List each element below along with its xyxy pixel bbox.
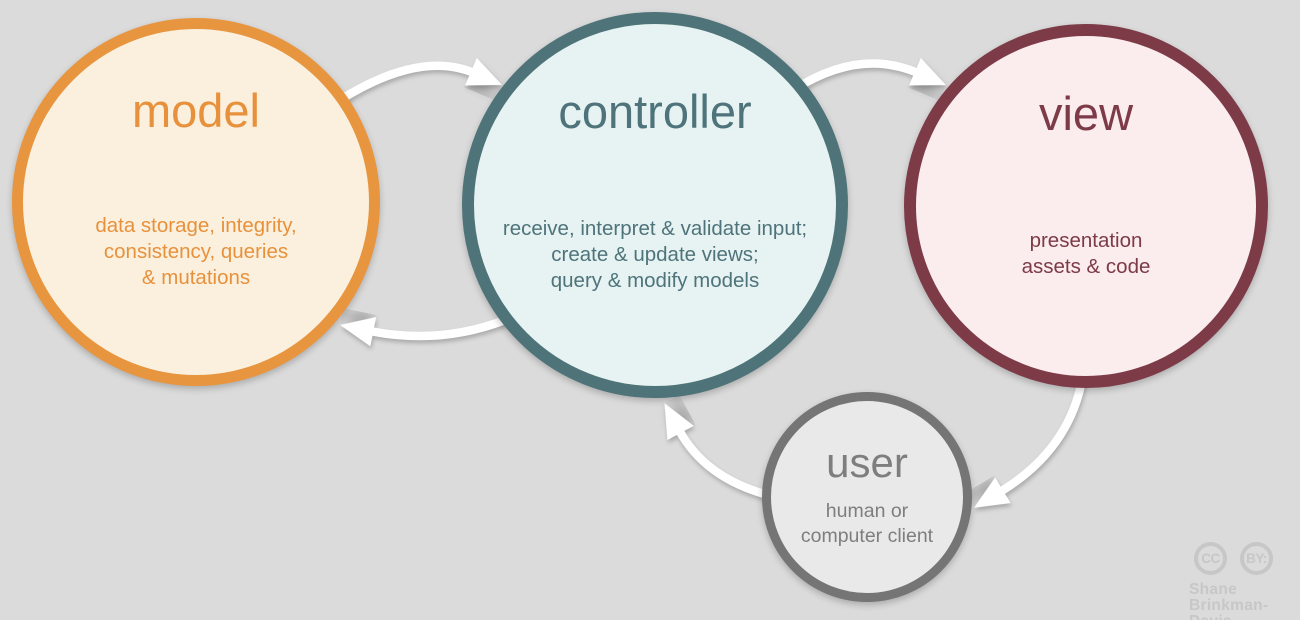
arrow-view-to-user bbox=[973, 380, 1086, 508]
model-node: model data storage, integrity, consisten… bbox=[12, 18, 380, 386]
cc-badge: CC BY: Shane Brinkman-Davis bbox=[1189, 542, 1300, 620]
cc-icon: CC bbox=[1194, 542, 1227, 575]
controller-description: receive, interpret & validate input; cre… bbox=[502, 217, 808, 292]
view-node: view presentation assets & code bbox=[904, 24, 1268, 388]
model-description: data storage, integrity, consistency, qu… bbox=[95, 214, 297, 289]
user-node: user human or computer client bbox=[762, 392, 972, 602]
user-description: human or computer client bbox=[800, 500, 934, 547]
controller-title: controller bbox=[558, 85, 752, 138]
view-description: presentation assets & code bbox=[1021, 229, 1151, 278]
arrow-controller-to-model bbox=[339, 315, 510, 347]
by-icon: BY: bbox=[1240, 542, 1273, 575]
controller-node: controller receive, interpret & validate… bbox=[462, 12, 848, 398]
view-title: view bbox=[1038, 87, 1134, 140]
author-name: Shane Brinkman-Davis bbox=[1189, 581, 1269, 620]
user-title: user bbox=[826, 439, 908, 486]
arrow-user-to-controller bbox=[664, 403, 773, 500]
model-title: model bbox=[131, 84, 260, 137]
